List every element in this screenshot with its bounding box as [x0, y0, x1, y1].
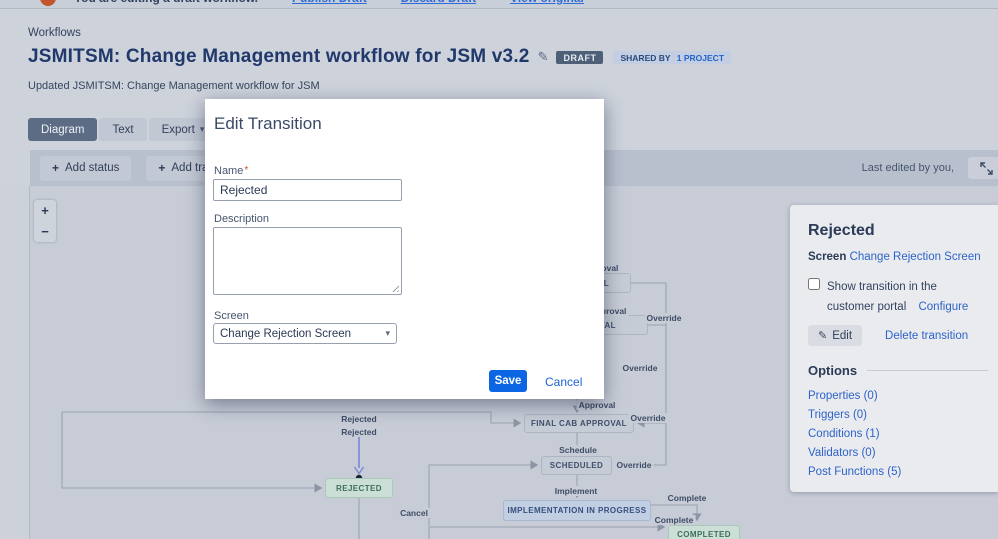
show-transition-label: Show transition in the customer portal: [827, 281, 937, 313]
transition-label-approval[interactable]: Approval: [576, 400, 618, 410]
screen-select-value: Change Rejection Screen: [220, 327, 352, 340]
workflow-node-scheduled[interactable]: SCHEDULED: [541, 456, 612, 475]
add-status-button[interactable]: + Add status: [40, 155, 132, 181]
edit-title-icon[interactable]: ✎: [537, 49, 549, 64]
breadcrumb[interactable]: Workflows: [28, 27, 81, 39]
transition-label-complete[interactable]: Complete: [652, 515, 696, 525]
edit-transition-button[interactable]: ✎ Edit: [808, 325, 863, 346]
page-title: JSMITSM: Change Management workflow for …: [28, 46, 530, 67]
workflow-node-completed[interactable]: COMPLETED: [668, 525, 740, 539]
description-label: Description: [214, 213, 270, 225]
transition-properties-panel: Rejected Screen Change Rejection Screen …: [790, 205, 998, 492]
shared-by-chip: SHARED BY 1 PROJECT: [613, 50, 732, 64]
tab-text[interactable]: Text: [99, 118, 147, 141]
options-title: Options: [808, 363, 858, 378]
customer-portal-row: Show transition in the customer portal C…: [808, 277, 976, 317]
option-link-post-functions[interactable]: Post Functions (5): [808, 466, 902, 478]
user-avatar: [40, 0, 56, 6]
show-transition-checkbox[interactable]: [808, 278, 820, 290]
shared-projects-link[interactable]: 1 PROJECT: [676, 52, 725, 63]
export-label: Export: [161, 123, 195, 136]
screen-field-label: Screen: [214, 310, 249, 322]
transition-label-implement[interactable]: Implement: [552, 486, 600, 496]
view-original-link[interactable]: View original: [510, 0, 584, 5]
workflow-node-final-cab-approval[interactable]: FINAL CAB APPROVAL: [524, 414, 634, 433]
transition-label-complete[interactable]: Complete: [665, 493, 709, 503]
transition-label-override[interactable]: Override: [614, 460, 654, 470]
name-input[interactable]: [213, 179, 402, 201]
description-textarea[interactable]: [213, 227, 402, 295]
publish-draft-link[interactable]: Publish Draft: [292, 0, 367, 5]
workflow-node-implementation-in-progress[interactable]: IMPLEMENTATION IN PROGRESS: [503, 500, 651, 521]
chevron-down-icon: ▾: [199, 124, 205, 134]
name-label: Name*: [214, 165, 249, 177]
transition-label-approval[interactable]: Approval: [587, 306, 629, 316]
expand-icon: [979, 161, 993, 175]
selected-transition-arrow: [353, 437, 365, 482]
configure-link[interactable]: Configure: [918, 301, 969, 313]
options-heading: Options: [808, 363, 988, 378]
transition-label-cancel[interactable]: Cancel: [398, 508, 430, 518]
cancel-link[interactable]: Cancel: [545, 375, 583, 389]
view-tabs: Diagram Text Export ▾: [28, 118, 218, 141]
workflow-node-rejected[interactable]: REJECTED: [325, 478, 393, 498]
transition-name-heading: Rejected: [808, 222, 875, 239]
panel-actions: ✎ Edit Delete transition: [808, 325, 968, 346]
title-row: JSMITSM: Change Management workflow for …: [28, 46, 732, 68]
add-status-label: Add status: [65, 162, 120, 174]
canvas-zoom-control: + −: [34, 200, 56, 242]
option-link-triggers[interactable]: Triggers (0): [808, 409, 867, 421]
modal-title: Edit Transition: [214, 114, 322, 133]
screen-select[interactable]: Change Rejection Screen ▾: [213, 323, 397, 344]
transition-label-schedule[interactable]: Schedule: [557, 445, 599, 455]
option-link-properties[interactable]: Properties (0): [808, 390, 878, 402]
save-button[interactable]: Save: [489, 370, 527, 392]
zoom-fit-button[interactable]: [968, 157, 998, 179]
last-edited-text: Last edited by you,: [861, 162, 954, 174]
plus-icon: +: [52, 161, 60, 175]
required-asterisk: *: [244, 165, 249, 176]
screen-link[interactable]: Change Rejection Screen: [849, 251, 981, 263]
resize-handle[interactable]: [390, 283, 399, 292]
zoom-out-button[interactable]: −: [41, 224, 49, 239]
screen-label: Screen: [808, 251, 847, 263]
plus-icon: +: [158, 161, 166, 175]
edit-transition-modal: Edit Transition Name* Description Screen…: [205, 99, 604, 399]
draft-banner: You are editing a draft workflow. Publis…: [0, 0, 998, 9]
transition-label-rejected[interactable]: Rejected: [339, 414, 379, 424]
transition-label-override[interactable]: Override: [620, 363, 660, 373]
export-menu-button[interactable]: Export ▾: [148, 118, 218, 141]
zoom-in-button[interactable]: +: [41, 203, 49, 218]
transition-label-override[interactable]: Override: [644, 313, 684, 323]
canvas-gutter: [0, 186, 30, 539]
option-link-validators[interactable]: Validators (0): [808, 447, 876, 459]
screen-row: Screen Change Rejection Screen: [808, 251, 981, 263]
option-link-conditions[interactable]: Conditions (1): [808, 428, 880, 440]
draft-banner-text: You are editing a draft workflow.: [74, 0, 258, 5]
pencil-icon: ✎: [818, 330, 828, 342]
draft-badge: DRAFT: [556, 50, 604, 64]
delete-transition-link[interactable]: Delete transition: [885, 329, 969, 342]
tab-diagram[interactable]: Diagram: [28, 118, 98, 141]
options-list: Properties (0) Triggers (0) Conditions (1)…: [808, 387, 901, 482]
options-divider: [867, 370, 988, 371]
shared-by-label: SHARED BY: [620, 52, 671, 63]
chevron-down-icon: ▾: [385, 328, 390, 338]
transition-label-rejected[interactable]: Rejected: [339, 427, 379, 437]
discard-draft-link[interactable]: Discard Draft: [401, 0, 476, 5]
workflow-description: Updated JSMITSM: Change Management workf…: [28, 80, 320, 92]
transition-label-override[interactable]: Override: [628, 413, 668, 423]
edit-button-label: Edit: [832, 329, 853, 342]
